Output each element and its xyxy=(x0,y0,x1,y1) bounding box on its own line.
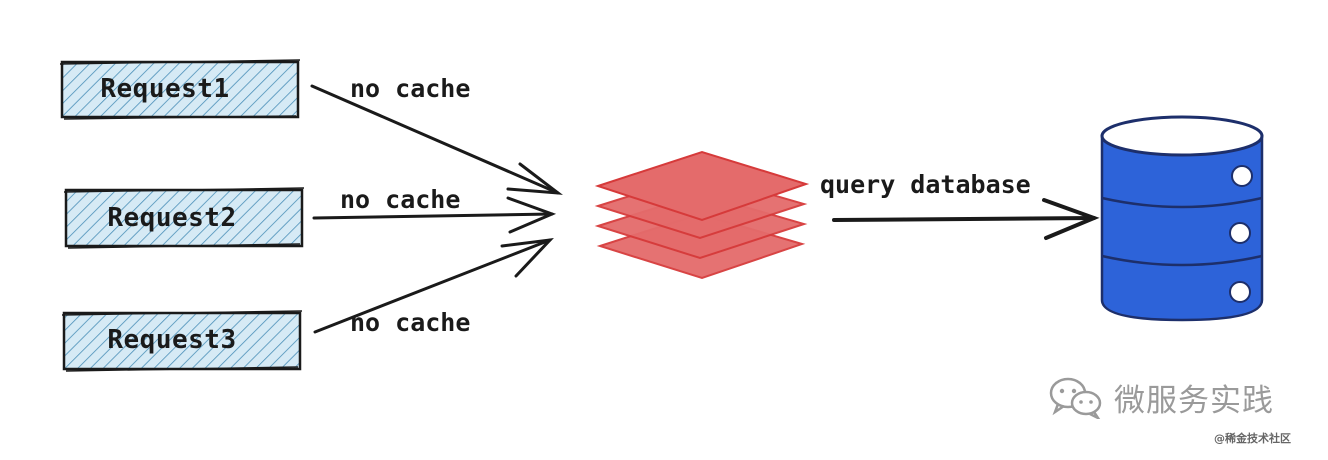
cache-layers-stack xyxy=(594,150,810,280)
watermark: 微服务实践 xyxy=(1048,372,1274,422)
edge-label-request2: no cache xyxy=(340,185,460,214)
edge-label-request1: no cache xyxy=(350,74,470,103)
database-icon xyxy=(1100,115,1264,322)
request-box-1: Request1 xyxy=(59,59,301,120)
cache-layer-1 xyxy=(594,150,810,222)
request-label-3: Request3 xyxy=(107,325,236,355)
arrow-request3-to-stack xyxy=(313,237,554,334)
edge-label-query-database: query database xyxy=(820,170,1031,199)
request-box-3: Request3 xyxy=(61,310,303,372)
arrow-stack-to-database xyxy=(832,198,1100,240)
edge-label-request3: no cache xyxy=(350,308,470,337)
wechat-icon xyxy=(1049,377,1102,419)
request-label-2: Request2 xyxy=(107,203,236,233)
credit-text: @稀金技术社区 xyxy=(1214,432,1291,445)
arrow-request2-to-stack xyxy=(312,196,557,234)
watermark-text: 微服务实践 xyxy=(1114,382,1274,419)
request-box-2: Request2 xyxy=(63,187,305,249)
arrow-request1-to-stack xyxy=(310,84,563,195)
request-label-1: Request1 xyxy=(100,74,229,104)
